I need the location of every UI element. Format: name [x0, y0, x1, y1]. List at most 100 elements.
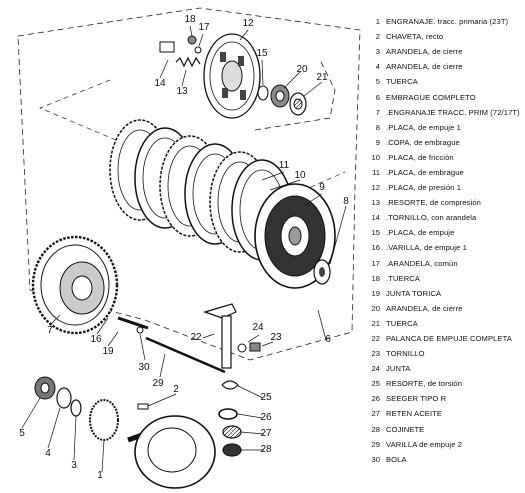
- legend-number: 23: [371, 349, 380, 359]
- legend-description: BOLA: [386, 454, 407, 464]
- callout-19: 19: [102, 346, 114, 357]
- legend-description: .PLACA, de empuje: [386, 228, 455, 238]
- callout-11: 11: [279, 160, 290, 171]
- legend-row: 17 .ARANDELA, común: [362, 256, 522, 271]
- shaft-seals: [218, 380, 242, 457]
- callout-10: 10: [294, 170, 306, 181]
- callout-9: 9: [319, 182, 325, 193]
- legend-row: 19 JUNTA TORICA: [362, 286, 522, 301]
- legend-row: 18 .TUERCA: [362, 271, 522, 286]
- legend-number: 10: [371, 152, 380, 162]
- legend-description: .TUERCA: [386, 273, 421, 283]
- callout-25: 25: [260, 392, 272, 403]
- legend-description: .ENGRANAJE TRACC. PRIM (72/17T): [386, 107, 520, 117]
- clutch-cup: [254, 183, 336, 289]
- legend-number: 30: [371, 454, 380, 464]
- legend-number: 8: [375, 122, 380, 132]
- legend-row: 23 TORNILLO: [362, 346, 522, 361]
- callout-26: 26: [260, 412, 272, 423]
- legend-number: 28: [371, 424, 380, 434]
- callout-1: 1: [97, 470, 103, 481]
- callout-6: 6: [325, 334, 331, 345]
- legend-number: 26: [371, 394, 380, 404]
- legend-row: 12.PLACA, de presión 1: [362, 180, 522, 195]
- callout-14: 14: [154, 78, 166, 89]
- callout-24: 24: [252, 322, 264, 333]
- legend-description: ARANDELA, de cierre: [386, 62, 463, 72]
- legend-description: TORNILLO: [386, 349, 425, 359]
- legend-row: 13 .RESORTE, de compresión: [362, 195, 522, 210]
- legend-number: 13: [371, 198, 380, 208]
- pressure-plate: [203, 33, 261, 119]
- legend-number: 3: [375, 47, 380, 57]
- legend-description: TUERCA: [386, 77, 418, 87]
- sub-boundary: [254, 59, 336, 131]
- callout-30: 30: [138, 362, 150, 373]
- legend-description: COJINETE: [386, 424, 425, 434]
- legend-number: 12: [371, 183, 380, 193]
- legend-number: 27: [371, 409, 380, 419]
- legend-description: EMBRAGUE COMPLETO: [386, 92, 476, 102]
- legend-description: .RESORTE, de compresión: [386, 198, 482, 208]
- legend-row: 7 .ENGRANAJE TRACC. PRIM (72/17T): [362, 105, 522, 120]
- legend-row: 11 .PLACA, de embrague: [362, 165, 522, 180]
- legend-number: 2: [375, 32, 380, 42]
- legend-row: 4 ARANDELA, de cierre: [362, 59, 522, 74]
- legend-number: 20: [371, 303, 380, 313]
- legend-number: 29: [371, 439, 380, 449]
- callout-23: 23: [270, 332, 282, 343]
- callout-18: 18: [184, 14, 196, 25]
- callout-3: 3: [71, 460, 77, 471]
- legend-number: 7: [375, 107, 380, 117]
- push-plate-nut: [257, 84, 307, 116]
- push-rods: [117, 316, 226, 374]
- legend-number: 1: [375, 17, 380, 27]
- legend-description: .PLACA, de empuje 1: [386, 122, 461, 132]
- legend-number: 24: [371, 364, 380, 374]
- legend-description: VARILLA de empuje 2: [386, 439, 463, 449]
- legend-number: 9: [375, 137, 380, 147]
- callout-4: 4: [45, 448, 51, 459]
- push-lever: [203, 303, 261, 369]
- callout-20: 20: [296, 64, 308, 75]
- legend-number: 11: [372, 167, 380, 177]
- callout-28: 28: [260, 444, 272, 455]
- legend-row: 21 TUERCA: [362, 316, 522, 331]
- callout-12: 12: [242, 18, 254, 29]
- callout-22: 22: [190, 332, 202, 343]
- legend-number: 19: [371, 288, 380, 298]
- legend-number: 5: [375, 77, 380, 87]
- legend-row: 29 VARILLA de empuje 2: [362, 437, 522, 452]
- legend-description: .TORNILLO, con arandela: [386, 213, 477, 223]
- legend-number: 25: [371, 379, 380, 389]
- legend-number: 4: [375, 62, 380, 72]
- legend-row: 30 BOLA: [362, 452, 522, 467]
- legend-description: JUNTA TORICA: [386, 288, 442, 298]
- legend-description: RESORTE, de torsión: [386, 379, 463, 389]
- legend-description: TUERCA: [386, 318, 418, 328]
- legend-description: .PLACA, de embrague: [386, 167, 464, 177]
- legend-description: .ARANDELA, común: [386, 258, 458, 268]
- callout-27: 27: [260, 428, 272, 439]
- legend-description: .VARILLA, de empuje 1: [386, 243, 467, 253]
- legend-number: 17: [371, 258, 380, 268]
- legend-description: .COPA, de embrague: [386, 137, 460, 147]
- callout-21: 21: [316, 72, 328, 83]
- callout-29: 29: [152, 378, 164, 389]
- legend-number: 21: [371, 318, 380, 328]
- leader-lines: [21, 25, 347, 473]
- legend-number: 15: [371, 228, 380, 238]
- callout-2: 2: [173, 384, 179, 395]
- legend-row: 9 .COPA, de embrague: [362, 135, 522, 150]
- legend-description: SEEGER TIPO R: [386, 394, 447, 404]
- legend-number: 22: [371, 334, 380, 344]
- legend-number: 18: [371, 273, 380, 283]
